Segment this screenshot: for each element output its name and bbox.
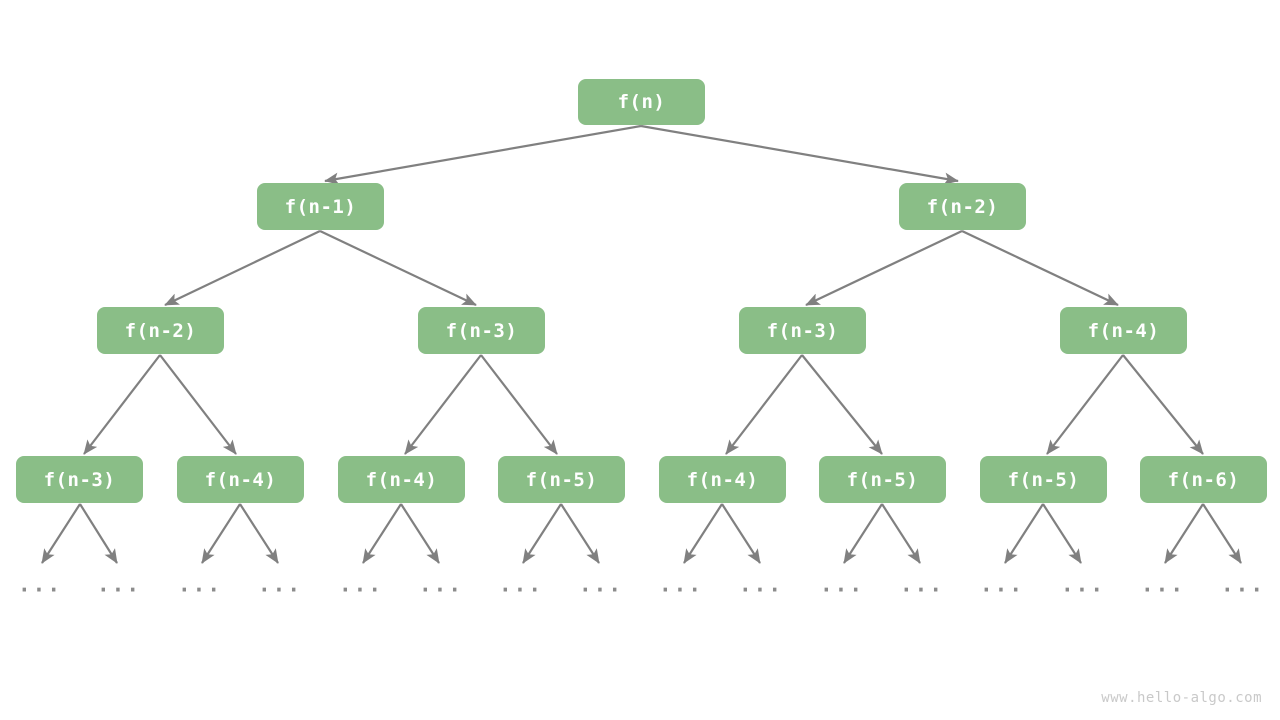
tree-node[interactable]: f(n-4) [338,456,465,503]
tree-edge [1004,503,1044,564]
tree-node[interactable]: f(n-3) [16,456,143,503]
tree-edge [1046,354,1124,455]
ellipsis-marker: ... [820,572,864,597]
ellipsis-marker: ... [97,572,141,597]
ellipsis-marker: ... [1141,572,1185,597]
ellipsis-marker: ... [579,572,623,597]
tree-edge [640,124,959,185]
tree-node[interactable]: f(n-2) [97,307,224,354]
ellipsis-marker: ... [1221,572,1265,597]
tree-edge [239,503,279,564]
tree-edge [683,503,723,564]
tree-edge [560,503,600,564]
tree-node[interactable]: f(n-5) [498,456,625,503]
tree-node[interactable]: f(n-6) [1140,456,1267,503]
tree-node[interactable]: f(n-4) [659,456,786,503]
tree-edge [83,354,161,455]
tree-node[interactable]: f(n-3) [739,307,866,354]
tree-edge [319,230,477,306]
tree-edge [480,354,558,455]
tree-node[interactable]: f(n-3) [418,307,545,354]
tree-node[interactable]: f(n-1) [257,183,384,230]
ellipsis-marker: ... [258,572,302,597]
tree-edge [1122,354,1204,455]
tree-edge [1042,503,1082,564]
watermark: www.hello-algo.com [1101,690,1262,706]
tree-edge [522,503,562,564]
ellipsis-marker: ... [18,572,62,597]
tree-edge [79,503,118,564]
ellipsis-marker: ... [499,572,543,597]
ellipsis-marker: ... [1061,572,1105,597]
ellipsis-marker: ... [980,572,1024,597]
tree-edge [725,354,803,455]
tree-node[interactable]: f(n) [578,79,705,125]
ellipsis-marker: ... [419,572,463,597]
ellipsis-marker: ... [339,572,383,597]
tree-edge [404,354,482,455]
tree-edge [805,230,963,306]
tree-edge [1202,503,1242,564]
tree-edge [164,230,321,306]
tree-edge [201,503,241,564]
tree-edge [843,503,883,564]
tree-edge [721,503,761,564]
tree-node[interactable]: f(n-5) [980,456,1107,503]
tree-edge [801,354,883,455]
tree-edge [1164,503,1204,564]
tree-edge [881,503,921,564]
tree-node[interactable]: f(n-4) [1060,307,1187,354]
tree-node[interactable]: f(n-4) [177,456,304,503]
tree-edge [159,354,237,455]
tree-edge [400,503,440,564]
ellipsis-marker: ... [900,572,944,597]
tree-edge [41,503,81,564]
tree-edge [961,230,1119,306]
tree-node[interactable]: f(n-5) [819,456,946,503]
ellipsis-marker: ... [739,572,783,597]
ellipsis-marker: ... [659,572,703,597]
ellipsis-marker: ... [178,572,222,597]
tree-node[interactable]: f(n-2) [899,183,1026,230]
tree-edge [324,124,642,185]
tree-edge [362,503,402,564]
